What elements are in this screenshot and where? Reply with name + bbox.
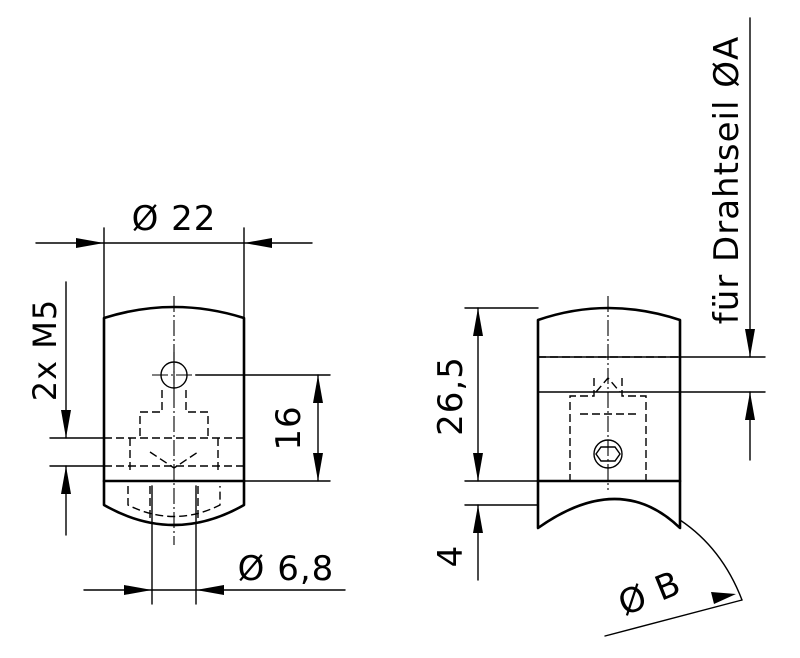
rope-label: für Drahtseil ØA — [707, 36, 747, 325]
left-body-outline — [102, 305, 246, 527]
m5-arrow-bottom — [61, 466, 71, 494]
dim16-arrow-bottom — [313, 453, 323, 481]
set-screw-hex-icon — [595, 446, 621, 462]
dim265-arrow-bottom — [473, 453, 483, 481]
rope-arrow-top — [745, 329, 755, 357]
rope-arrow-bottom — [745, 392, 755, 420]
right-hidden-bore — [569, 376, 647, 481]
dia68-arrow-right — [196, 585, 224, 595]
dia68-label: Ø 6,8 — [238, 549, 335, 589]
dim4-label: 4 — [431, 545, 471, 568]
left-view: Ø 22 2x M5 16 Ø 6,8 — [26, 199, 346, 605]
dim4-arrow-bottom — [473, 505, 483, 533]
dim265-label: 26,5 — [431, 356, 471, 436]
left-hidden-bore — [129, 390, 219, 470]
right-view: 26,5 4 Ø B für Drahtseil ØA — [431, 17, 766, 637]
dia-b-arc — [679, 519, 743, 601]
dim16-label: 16 — [269, 405, 309, 450]
dia-b-arrow — [711, 592, 736, 604]
m5-arrow-top — [61, 410, 71, 438]
dia22-arrow-left — [76, 238, 104, 248]
set-screw — [593, 439, 623, 469]
dia-b-label: Ø B — [613, 563, 687, 624]
dim16-arrow-top — [313, 375, 323, 403]
right-body-outline — [536, 306, 682, 530]
dim265-arrow-top — [473, 308, 483, 336]
dia-b-leader — [604, 599, 743, 637]
dia22-arrow-right — [244, 238, 272, 248]
dia22-label: Ø 22 — [132, 199, 217, 239]
m5-label: 2x M5 — [26, 299, 64, 401]
left-hidden-bottom — [127, 486, 221, 520]
dia68-arrow-left — [124, 585, 152, 595]
